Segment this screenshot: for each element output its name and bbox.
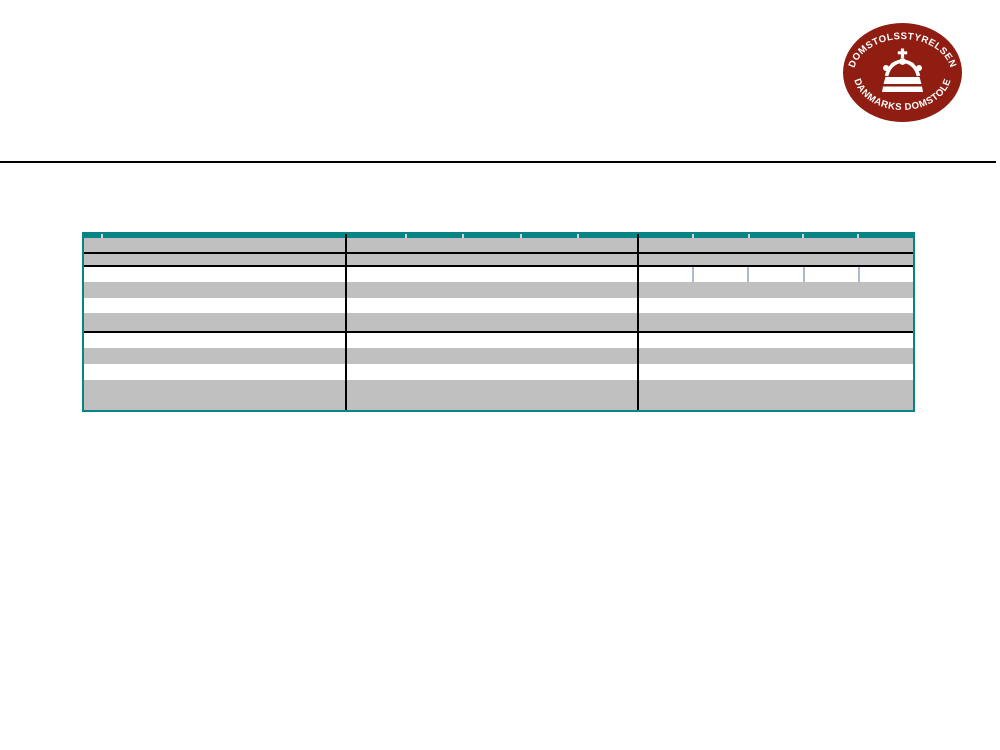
table-cell [84,254,345,265]
table-cell [345,364,637,380]
subcell-group [639,267,913,282]
band-tick [520,234,523,238]
table-cell [84,313,345,331]
band-tick [748,234,751,238]
crown-icon [882,48,923,92]
table-cell [345,267,637,282]
table-row-data-row-1 [84,267,913,282]
band-tick [100,234,103,238]
table-subcell [802,267,858,282]
table-subcell [639,267,692,282]
table-row-header-row-2 [84,254,913,267]
table-cell [636,333,913,348]
table-cell [84,364,345,380]
table-cell [636,254,913,265]
table-cell [636,238,913,252]
band-tick [801,234,804,238]
table-cell [345,282,637,298]
band-tick [462,234,465,238]
table-subcell [747,267,802,282]
statistics-table [82,232,915,412]
table-cell [636,364,913,380]
table-subcell [857,267,913,282]
table-cell [84,238,345,252]
table-cell [84,333,345,348]
table-cell [84,298,345,313]
band-tick [577,234,580,238]
table-row-header-row-1 [84,238,913,254]
table-row-data-row-3 [84,298,913,313]
table-cell [84,348,345,364]
table-cell [345,380,637,410]
band-tick [404,234,407,238]
table-row-data-row-8 [84,380,913,410]
table-cell [636,380,913,410]
table-cell [345,333,637,348]
table-cell [345,298,637,313]
danmarks-domstole-logo: DOMSTOLSSTYRELSEN DANMARKS DOMSTOLE [843,23,962,122]
table-cell [636,298,913,313]
band-tick-column-divider [636,234,639,238]
table-cell [636,348,913,364]
table-row-data-row-6 [84,348,913,364]
band-tick [856,234,859,238]
table-cell [345,238,637,252]
band-tick-column-divider [345,234,348,238]
table-row-data-row-2 [84,282,913,298]
table-cell [345,313,637,331]
table-row-data-row-7 [84,364,913,380]
table-cell [84,282,345,298]
table-cell [636,313,913,331]
table-cell [636,267,913,282]
table-cell [345,254,637,265]
horizontal-rule [0,161,996,163]
table-subcell [692,267,747,282]
table-cell [84,267,345,282]
table-top-band [84,234,913,238]
table-row-data-row-4 [84,313,913,333]
table-row-data-row-5 [84,333,913,348]
logo-oval: DOMSTOLSSTYRELSEN DANMARKS DOMSTOLE [843,23,962,122]
band-tick [691,234,694,238]
table-cell [636,282,913,298]
table-cell [345,348,637,364]
table-cell [84,380,345,410]
